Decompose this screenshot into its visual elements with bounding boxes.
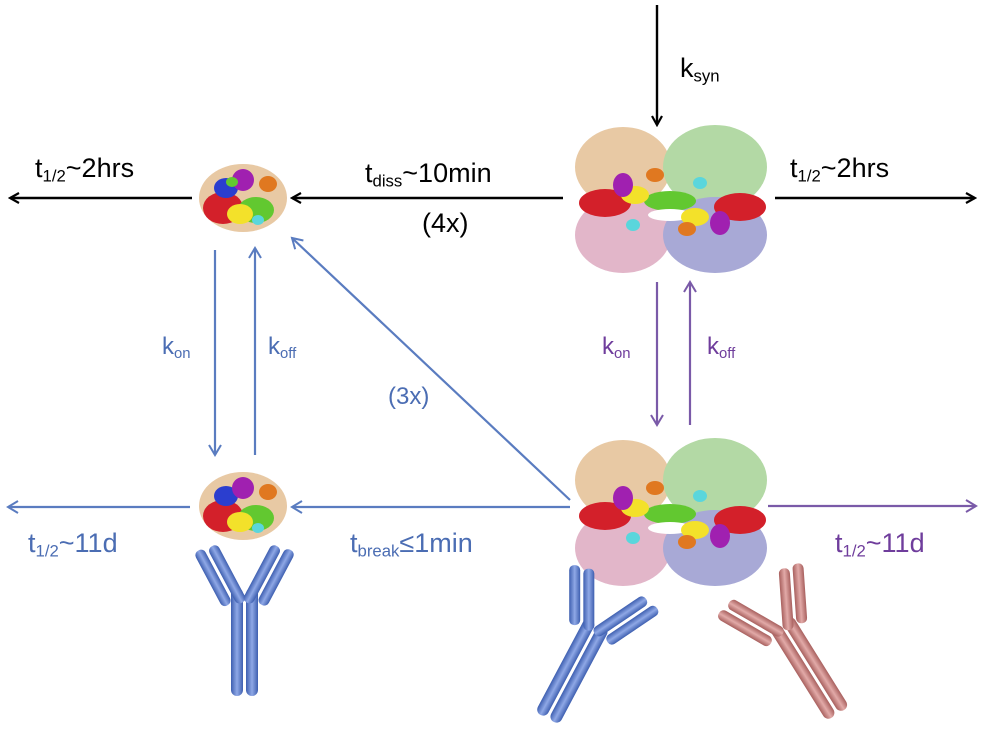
label-kon-left: kon (162, 333, 191, 363)
label-koff-right: koff (707, 333, 736, 363)
label-half-life-right-bottom: t1/2~11d (835, 528, 925, 561)
label-koff-left: koff (268, 333, 297, 363)
label-half-life-left-top: t1/2~2hrs (35, 153, 135, 186)
label-ksyn: ksyn (680, 53, 720, 86)
antibody-red (718, 563, 848, 719)
label-kon-right: kon (602, 333, 631, 363)
label-half-life-left-bottom: t1/2~11d (28, 528, 118, 561)
antibody-blue-left (195, 545, 294, 696)
protein-tetramer-bound (575, 438, 767, 586)
arrow-three-x (290, 236, 571, 501)
label-four-x: (4x) (422, 208, 469, 238)
label-t-break: tbreak≤1min (350, 528, 473, 561)
protein-tetramer-top (575, 125, 767, 273)
label-half-life-right-top: t1/2~2hrs (790, 153, 890, 186)
label-three-x: (3x) (388, 383, 430, 410)
antibody-blue-right (537, 565, 659, 723)
label-t-diss: tdiss~10min (365, 158, 492, 191)
protein-monomer-top (199, 164, 287, 232)
protein-monomer-bound (199, 472, 287, 540)
